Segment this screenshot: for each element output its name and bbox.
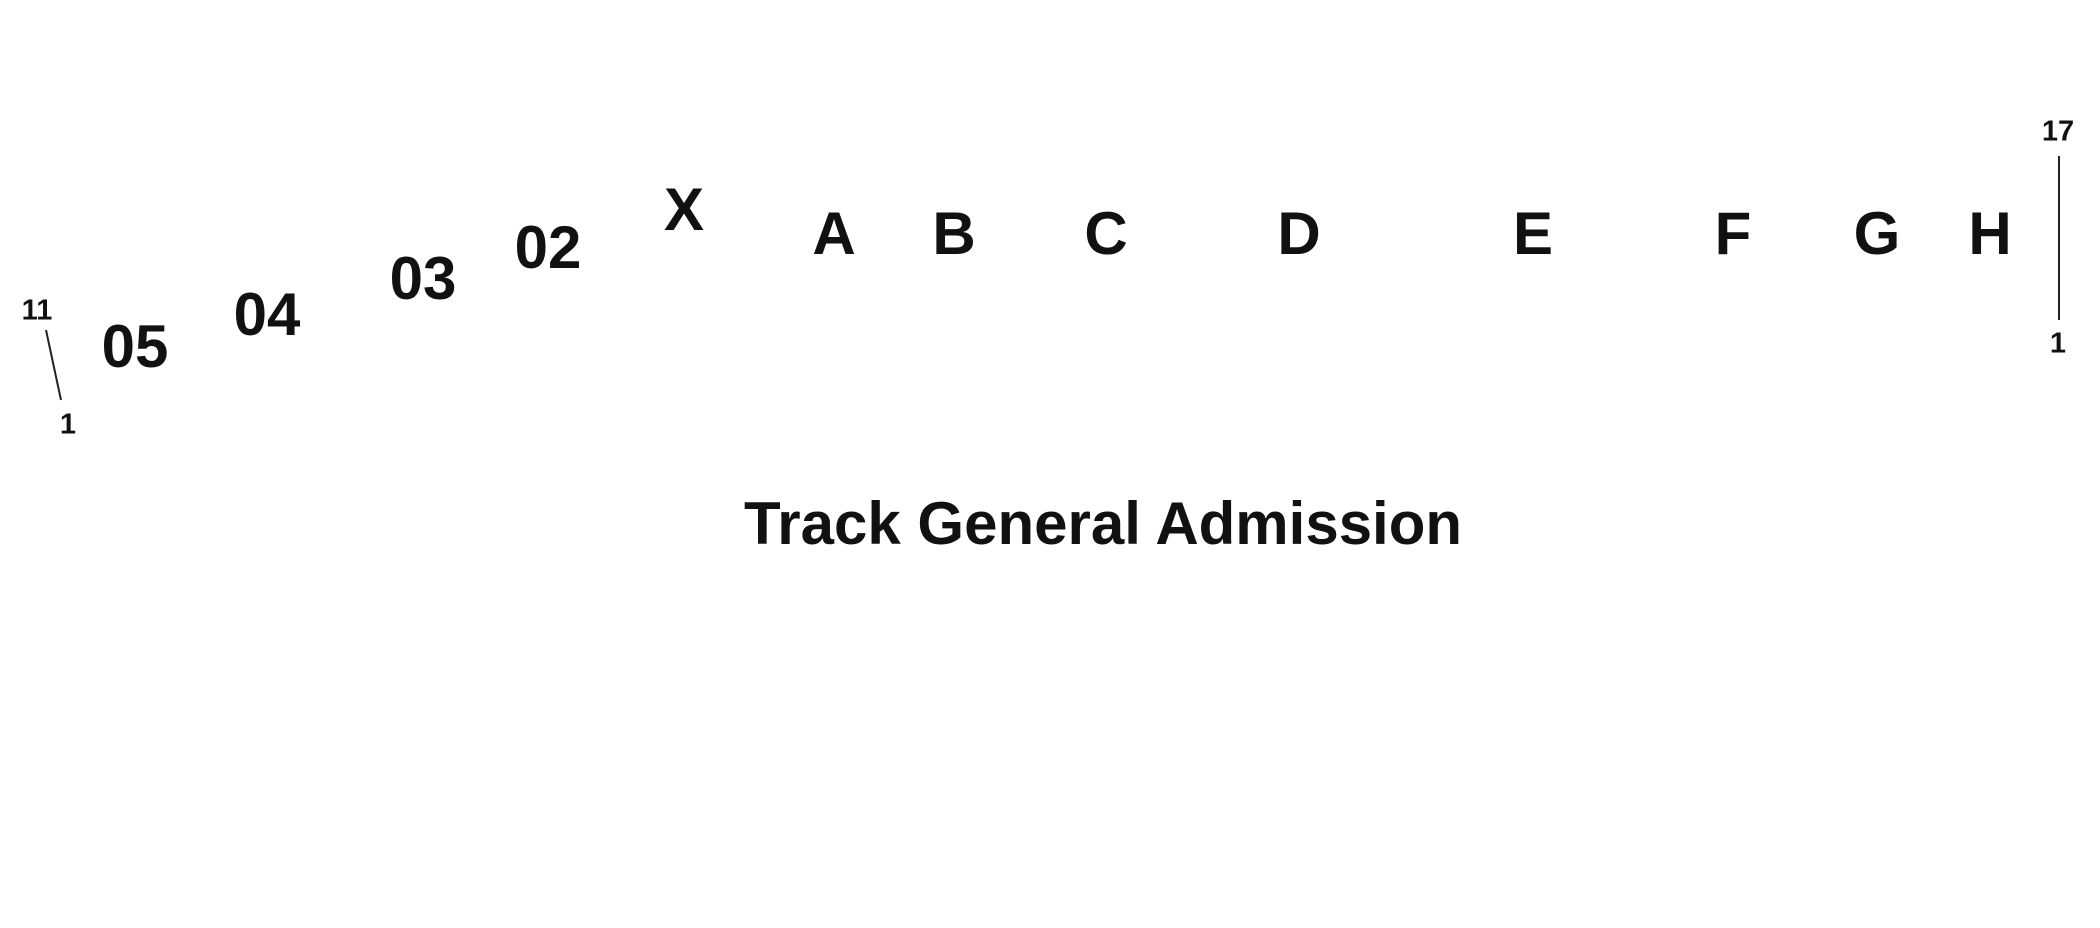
- left-row-range-line: [45, 329, 62, 401]
- section-x[interactable]: X: [663, 176, 705, 243]
- right-row-start: 17: [2041, 115, 2075, 148]
- section-05[interactable]: 05: [101, 313, 169, 380]
- left-row-end: 1: [59, 408, 77, 441]
- section-b[interactable]: B: [932, 200, 976, 267]
- track-general-admission-label[interactable]: Track General Admission: [743, 490, 1463, 557]
- section-e[interactable]: E: [1512, 200, 1554, 267]
- section-02[interactable]: 02: [514, 214, 582, 281]
- section-c[interactable]: C: [1084, 200, 1128, 267]
- section-g[interactable]: G: [1853, 200, 1901, 267]
- section-03[interactable]: 03: [389, 245, 457, 312]
- section-04[interactable]: 04: [233, 281, 301, 348]
- section-f[interactable]: F: [1714, 200, 1752, 267]
- right-row-end: 1: [2049, 327, 2067, 360]
- section-h[interactable]: H: [1968, 200, 2012, 267]
- section-d[interactable]: D: [1277, 200, 1321, 267]
- left-row-start: 11: [21, 294, 53, 327]
- section-a[interactable]: A: [812, 200, 856, 267]
